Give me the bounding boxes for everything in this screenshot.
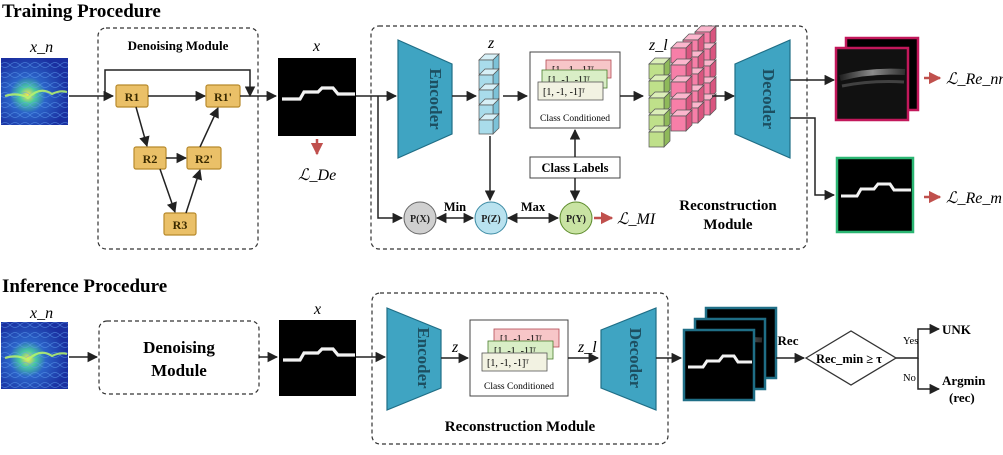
- block-r2: R2: [133, 146, 167, 170]
- svg-text:R2': R2': [195, 152, 213, 166]
- argmin-label-1: Argmin: [942, 373, 986, 388]
- loss-re-m: ℒ_Re_m: [946, 190, 1002, 207]
- no-label: No: [903, 373, 916, 384]
- inference-denoising-line1: Denoising: [143, 338, 215, 357]
- yes-label: Yes: [903, 336, 918, 347]
- min-label: Min: [444, 200, 466, 214]
- node-pz: P(Z): [474, 201, 508, 235]
- svg-text:[1, -1, -1]ᵀ: [1, -1, -1]ᵀ: [487, 358, 529, 369]
- training-zl-label: z_l: [648, 37, 668, 54]
- inference-class-conditioned-label: Class Conditioned: [484, 382, 554, 392]
- svg-text:P(Y): P(Y): [566, 214, 586, 225]
- svg-text:R2: R2: [143, 152, 158, 166]
- training-denoising-module: [97, 27, 259, 250]
- training-reconstruction-module: [370, 25, 808, 250]
- inference-xn-label: x_n: [29, 305, 53, 322]
- svg-text:P(Z): P(Z): [481, 214, 500, 225]
- svg-text:[1, -1, -1]ᵀ: [1, -1, -1]ᵀ: [548, 75, 590, 86]
- class-labels-box: Class Labels: [529, 156, 621, 179]
- svg-text:Encoder: Encoder: [414, 327, 433, 389]
- block-r2-prime: R2': [186, 146, 222, 170]
- inference-reconstruction-module: [371, 292, 669, 445]
- argmin-label-2: (rec): [949, 390, 975, 405]
- training-z-label: z: [487, 35, 495, 52]
- training-class-conditioned: [1, -1, -1]ᵀ [1, -1, -1]ᵀ [1, -1, -1]ᵀ C…: [529, 51, 621, 129]
- inference-input-image: [1, 322, 68, 389]
- training-denoising-title: Denoising Module: [128, 38, 229, 53]
- training-encoder: Encoder: [397, 39, 453, 159]
- training-denoised-image: [278, 58, 356, 136]
- svg-text:P(X): P(X): [410, 214, 430, 225]
- inference-x-label: x: [313, 301, 321, 318]
- svg-text:R1': R1': [214, 90, 232, 104]
- svg-text:Decoder: Decoder: [759, 69, 778, 130]
- svg-text:[1, -1, -1]ᵀ: [1, -1, -1]ᵀ: [543, 87, 585, 98]
- training-input-image: [1, 58, 68, 125]
- training-latent-zl: [648, 25, 717, 148]
- decision-diamond: Rec_min ≥ τ: [804, 330, 898, 386]
- block-r1: R1: [115, 84, 149, 108]
- svg-text:Class Labels: Class Labels: [541, 161, 608, 175]
- block-r1-prime: R1': [205, 84, 241, 108]
- inference-z-label: z: [451, 339, 459, 356]
- svg-text:Encoder: Encoder: [426, 68, 445, 130]
- nonmatch-reconstruction-stack: [834, 36, 920, 122]
- training-latent-z: [478, 53, 500, 135]
- inference-zl-label: z_l: [577, 339, 597, 356]
- inference-encoder: Encoder: [386, 307, 442, 411]
- training-title: Training Procedure: [2, 1, 161, 22]
- inference-reconstruction-title: Reconstruction Module: [445, 419, 596, 435]
- loss-mi: ℒ_MI: [617, 211, 656, 228]
- node-py: P(Y): [559, 201, 593, 235]
- rec-label: Rec: [778, 333, 799, 348]
- training-xn-label: x_n: [29, 39, 53, 56]
- node-px: P(X): [403, 201, 437, 235]
- inference-denoised-image: [279, 320, 356, 396]
- training-x-label: x: [312, 38, 320, 55]
- training-decoder: Decoder: [734, 39, 791, 159]
- loss-re-nm: ℒ_Re_nm: [946, 71, 1003, 88]
- svg-text:[1, -1, -1]ᵀ: [1, -1, -1]ᵀ: [500, 334, 542, 345]
- inference-denoising-line2: Module: [151, 361, 207, 380]
- svg-text:R1: R1: [125, 90, 140, 104]
- training-reconstruction-title-1: Reconstruction: [679, 198, 777, 214]
- match-reconstruction: [835, 156, 915, 234]
- svg-text:R3: R3: [173, 218, 188, 232]
- inference-title: Inference Procedure: [2, 276, 167, 297]
- inference-denoising-module: [98, 320, 260, 395]
- inference-decoder: Decoder: [600, 307, 657, 411]
- block-r3: R3: [163, 212, 197, 236]
- svg-text:Rec_min ≥ τ: Rec_min ≥ τ: [816, 352, 882, 366]
- unk-label: UNK: [942, 322, 972, 337]
- training-class-conditioned-label: Class Conditioned: [540, 114, 610, 124]
- loss-de: ℒ_De: [298, 167, 336, 184]
- svg-text:Decoder: Decoder: [626, 328, 645, 389]
- inference-class-conditioned: [1, -1, -1]ᵀ [1, -1, -1]ᵀ [1, -1, -1]ᵀ C…: [469, 319, 569, 397]
- svg-text:[1, -1, -1]ᵀ: [1, -1, -1]ᵀ: [494, 346, 536, 357]
- max-label: Max: [521, 200, 546, 214]
- inference-reconstruction-stack: [682, 306, 778, 402]
- training-reconstruction-title-2: Module: [703, 217, 753, 233]
